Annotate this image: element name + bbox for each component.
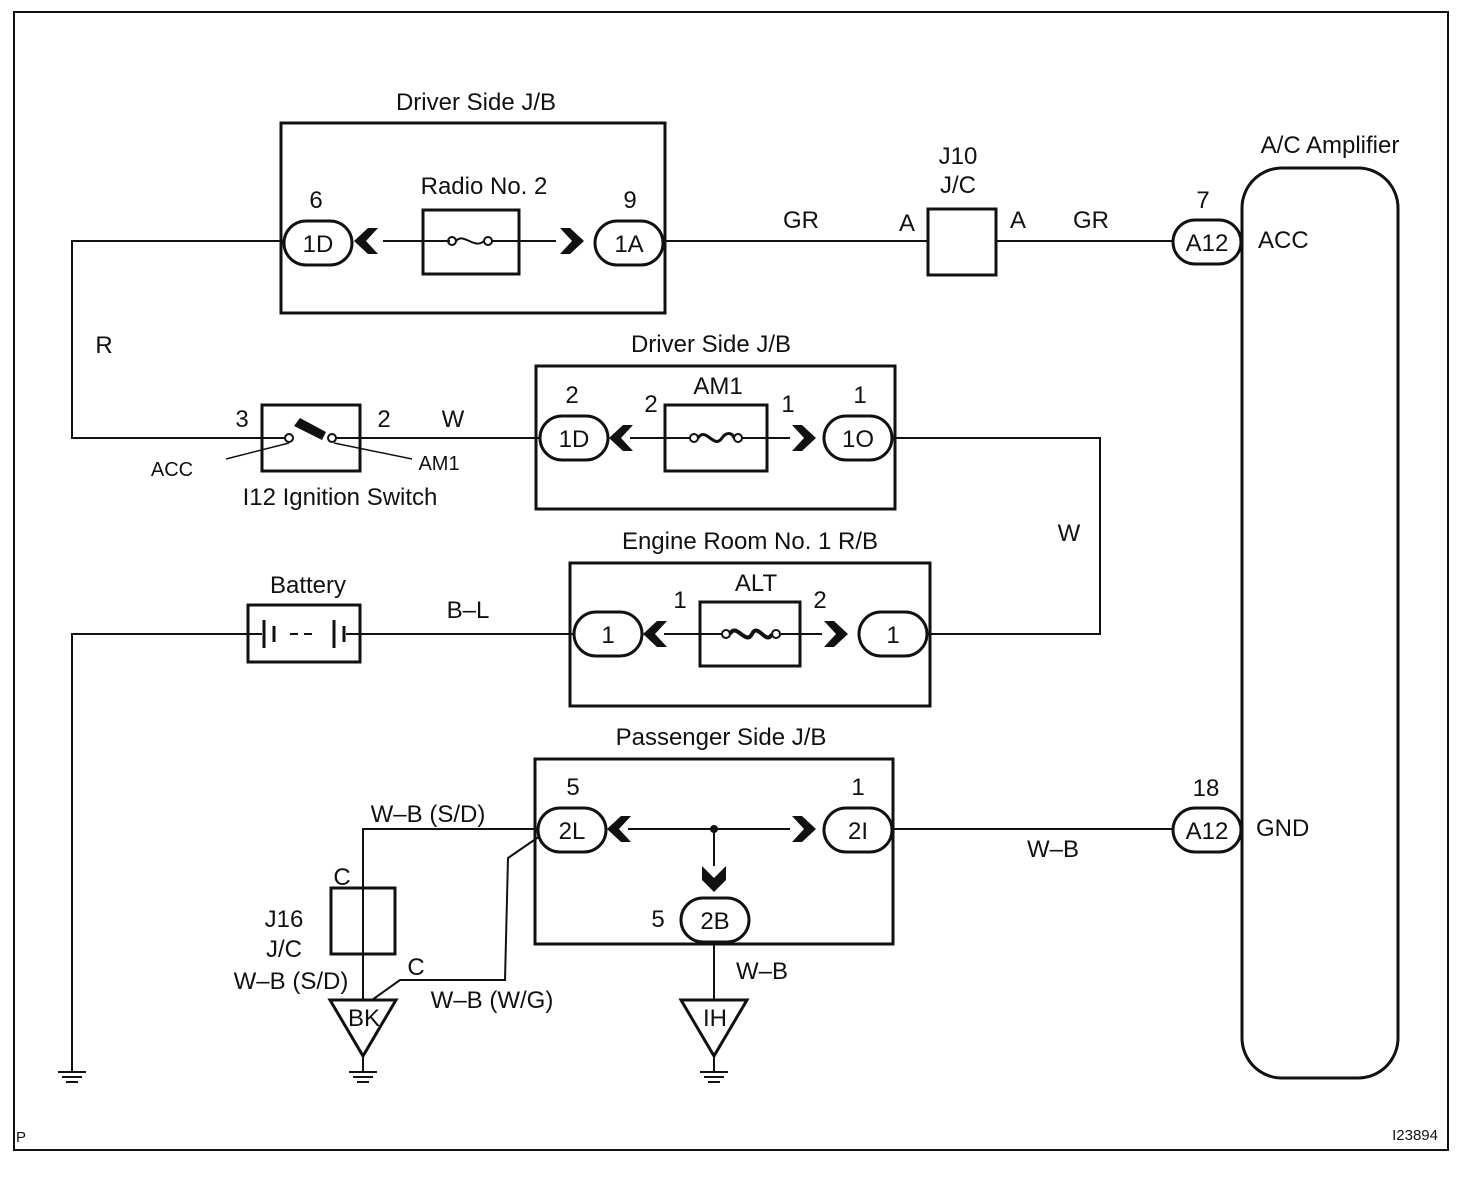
fuse-icon	[423, 236, 519, 246]
alt-fuse-in-pin: 1	[673, 587, 686, 614]
wire-label-wb-sd-top: W–B (S/D)	[371, 801, 486, 828]
pin-5-2l: 5	[566, 774, 579, 801]
footer-left-code: P	[16, 1129, 26, 1146]
wb-wg-wire: C W–B (W/G)	[371, 835, 554, 1014]
connector-1a-label: 1A	[614, 231, 643, 258]
ignition-pin-3: 3	[235, 406, 248, 433]
pin-6: 6	[309, 187, 322, 214]
connector-1o-label: 1O	[842, 426, 874, 453]
ground-bk: BK	[327, 998, 399, 1083]
wire-label-wb-ih: W–B	[736, 958, 788, 985]
am1-fuse-out-pin: 1	[781, 391, 794, 418]
j16-name: J16	[265, 906, 304, 933]
pin-1-2i: 1	[851, 774, 864, 801]
acc-terminal-label: ACC	[1258, 227, 1309, 254]
connector-1a	[593, 219, 665, 267]
am1-fuse-in-pin: 2	[644, 391, 657, 418]
pin-1-mid: 1	[853, 382, 866, 409]
ignition-pin-2: 2	[377, 406, 390, 433]
ignition-term-am1: AM1	[418, 453, 459, 475]
passenger-jb-title: Passenger Side J/B	[616, 724, 827, 751]
j10-terminal-left: A	[899, 210, 915, 237]
j10-name: J10	[939, 143, 978, 170]
w-wire-right: W	[892, 437, 1101, 635]
radio-fuse-label: Radio No. 2	[421, 173, 548, 200]
r-wire: R	[71, 240, 284, 439]
connector-1d-mid	[538, 414, 610, 462]
j16-terminal-bottom: C	[407, 954, 424, 981]
fusible-link-icon	[700, 628, 800, 640]
ground-ih: IH W–B	[678, 942, 788, 1083]
wire-label-bl: B–L	[447, 597, 490, 624]
connector-2l-label: 2L	[559, 818, 586, 845]
connector-a12-gnd-label: A12	[1186, 818, 1229, 845]
connector-2b-label: 2B	[700, 908, 729, 935]
driver-jb-mid: Driver Side J/B AM1 2 1 2 1D 1 1O	[534, 331, 897, 511]
engine-room-rb: Engine Room No. 1 R/B ALT 1 2 1 1	[568, 528, 932, 708]
pin-5-2b: 5	[651, 906, 664, 933]
battery-icon	[236, 620, 574, 648]
ground-ih-label: IH	[703, 1005, 727, 1032]
connector-1-right	[857, 610, 929, 658]
j16-terminal-top: C	[333, 864, 350, 891]
j16-junction: C J16 J/C W–B (S/D)	[234, 864, 397, 1000]
j10-terminal-right: A	[1010, 207, 1026, 234]
connector-a12-acc	[1171, 218, 1243, 266]
wb-sd-wire: W–B (S/D)	[362, 801, 538, 888]
wire-label-gr-left: GR	[783, 207, 819, 234]
j16-type: J/C	[266, 936, 302, 963]
wire-label-gr-right: GR	[1073, 207, 1109, 234]
ignition-term-acc: ACC	[151, 459, 193, 481]
ac-amplifier: A/C Amplifier 7 A12 ACC 18 A12 GND	[1171, 132, 1400, 1080]
connector-1d-top	[282, 219, 354, 267]
alt-fuse-label: ALT	[735, 570, 778, 597]
wire-label-wb-wg: W–B (W/G)	[431, 987, 554, 1014]
connector-a12-acc-label: A12	[1186, 230, 1229, 257]
connector-1d-top-label: 1D	[303, 231, 334, 258]
am1-fuse-label: AM1	[693, 373, 742, 400]
wire-label-wb-sd-bottom: W–B (S/D)	[234, 968, 349, 995]
pin-7: 7	[1196, 187, 1209, 214]
battery: Battery B–L	[57, 572, 574, 1083]
j10-junction: J10 J/C A A	[899, 143, 1026, 277]
ignition-switch: 3 2 ACC AM1 I12 Ignition Switch	[151, 403, 540, 511]
pin-2-mid: 2	[565, 382, 578, 409]
j10-type: J/C	[940, 172, 976, 199]
ignition-switch-name: I12 Ignition Switch	[243, 484, 438, 511]
wire-label-r: R	[95, 332, 112, 359]
ac-amplifier-title: A/C Amplifier	[1261, 132, 1400, 159]
wire-label-w-top: W	[442, 406, 465, 433]
passenger-jb: Passenger Side J/B 5 2L 1 2I 5 2B	[533, 724, 895, 946]
alt-fuse-out-pin: 2	[813, 587, 826, 614]
connector-1-left-label: 1	[601, 622, 614, 649]
footer-right-code: I23894	[1392, 1127, 1438, 1144]
pin-9: 9	[623, 187, 636, 214]
diagram-frame	[13, 11, 1449, 1151]
driver-jb-top-title: Driver Side J/B	[396, 89, 556, 116]
gnd-terminal-label: GND	[1256, 815, 1309, 842]
fusible-link-icon	[665, 432, 767, 443]
connector-1-right-label: 1	[886, 622, 899, 649]
connector-2i-label: 2I	[848, 818, 868, 845]
connector-1d-mid-label: 1D	[559, 426, 590, 453]
wire-label-wb-gnd: W–B	[1027, 836, 1079, 863]
wire-label-w-right: W	[1058, 520, 1081, 547]
engine-rb-title: Engine Room No. 1 R/B	[622, 528, 878, 555]
gr-wire: GR GR	[663, 207, 1173, 242]
pin-18: 18	[1193, 775, 1220, 802]
driver-jb-mid-title: Driver Side J/B	[631, 331, 791, 358]
ground-bk-label: BK	[348, 1005, 380, 1032]
battery-name: Battery	[270, 572, 346, 599]
driver-jb-top: Driver Side J/B Radio No. 2 6 1D 9 1A	[279, 89, 667, 315]
